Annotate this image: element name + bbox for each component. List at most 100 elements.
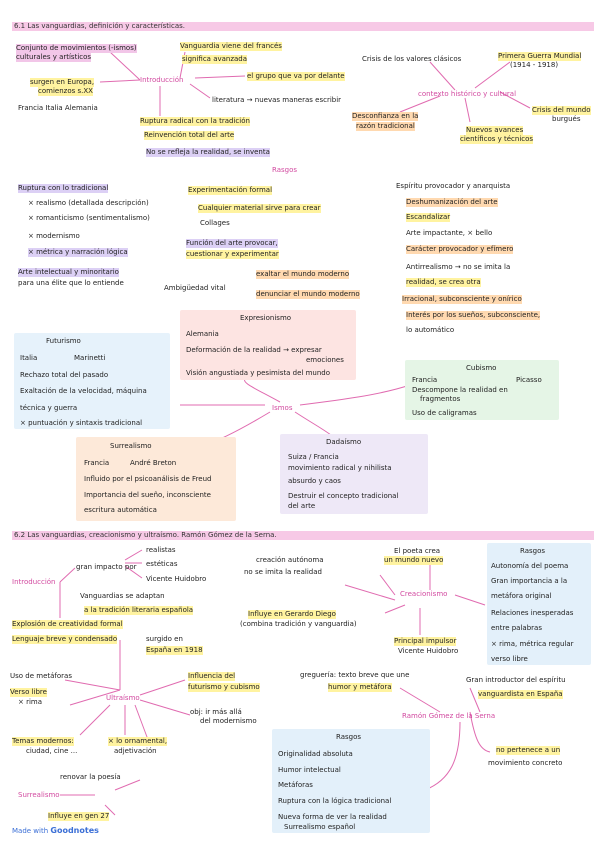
creac-item: un mundo nuevo: [384, 556, 444, 565]
creac-item: creación autónoma: [256, 556, 324, 564]
surrealismo-title: Surrealismo: [110, 442, 152, 450]
ism-item: del arte: [288, 502, 316, 510]
intro-item: literatura → nuevas maneras escribir: [212, 96, 342, 104]
rasgos-item: exaltar el mundo moderno: [256, 270, 350, 279]
rasgos-item: Arte impactante, × bello: [406, 229, 493, 237]
intro2-item: a la tradición literaria española: [84, 606, 194, 615]
rasgos-item: × realismo (detallada descripción): [28, 199, 149, 207]
ism-item: Picasso: [516, 376, 542, 384]
rasgos-item: Antirrealismo → no se imita la: [406, 263, 511, 271]
creac-item: Vicente Huidobro: [398, 647, 459, 655]
ism-item: absurdo y caos: [288, 477, 341, 485]
intro2-item: gran impacto por: [76, 563, 137, 571]
goodnotes-logo: Made with Goodnotes: [12, 826, 99, 835]
rasgos-item: Experimentación formal: [188, 186, 273, 195]
intro2-center: Introducción: [12, 578, 56, 586]
rasgos-item: Cualquier material sirve para crear: [198, 204, 321, 213]
ultra-item: × rima: [18, 698, 43, 706]
rasgos-item: Irracional, subconsciente y onírico: [402, 295, 522, 304]
ism-item: Deformación de la realidad → expresar: [186, 346, 322, 354]
ultra-item: Influencia del: [188, 672, 236, 681]
context-center: contexto histórico y cultural: [418, 90, 517, 98]
made-with-label: Made with: [12, 827, 49, 835]
rasgos-item: Collages: [200, 219, 230, 227]
ultra-item: España en 1918: [146, 646, 203, 655]
dadaismo-title: Dadaísmo: [326, 438, 362, 446]
intro2-item: Vicente Huidobro: [146, 575, 207, 583]
ism-item: escritura automática: [84, 506, 157, 514]
rasgos-item: Espíritu provocador y anarquista: [396, 182, 511, 190]
ultra-item: renovar la poesía: [60, 773, 121, 781]
ultraismo-center: Ultraísmo: [106, 694, 140, 702]
creac-item: Principal impulsor: [394, 637, 457, 646]
context-item: Primera Guerra Mundial: [498, 52, 582, 61]
intro-item: Francia Italia Alemania: [18, 104, 98, 112]
rasgos-creac-box: [487, 543, 591, 665]
ism-item: movimiento radical y nihilista: [288, 464, 392, 472]
creac-item: El poeta crea: [394, 547, 441, 555]
rasgos-ramon-item: Surrealismo español: [284, 823, 356, 831]
rasgos-creac-item: Relaciones inesperadas: [491, 609, 574, 617]
context-item: burgués: [552, 115, 581, 123]
rasgos-item: Deshumanización del arte: [406, 198, 498, 207]
ism-item: Rechazo total del pasado: [20, 371, 109, 379]
ultra-item: del modernismo: [200, 717, 257, 725]
ism-item: Destruir el concepto tradicional: [288, 492, 399, 500]
rasgos-label: Rasgos: [272, 166, 298, 174]
intro2-item: realistas: [146, 546, 176, 554]
rasgos-item: Arte intelectual y minoritario: [18, 268, 119, 277]
rasgos-ramon-item: Originalidad absoluta: [278, 750, 353, 758]
creac-item: no se imita la realidad: [244, 568, 322, 576]
ism-item: Francia: [84, 459, 110, 467]
expresionismo-title: Expresionismo: [240, 314, 292, 322]
ramon-item: movimiento concreto: [488, 759, 563, 767]
ism-item: André Breton: [130, 459, 177, 467]
ism-item: emociones: [306, 356, 344, 364]
ultra-item: futurismo y cubismo: [188, 683, 260, 692]
intro-item: el grupo que va por delante: [247, 72, 345, 81]
intro-item: Vanguardia viene del francés: [180, 42, 282, 51]
rasgos-ramon-item: Ruptura con la lógica tradicional: [278, 797, 392, 805]
ramon-item: humor y metáfora: [328, 683, 392, 692]
context-item: Crisis de los valores clásicos: [362, 55, 462, 63]
ultra-item: Uso de metáforas: [10, 672, 72, 680]
ramon-item: vanguardista en España: [478, 690, 563, 699]
ultra-item: × lo ornamental,: [108, 737, 168, 746]
rasgos-item: para una élite que lo entiende: [18, 279, 124, 287]
rasgos-item: Ambigüedad vital: [164, 284, 226, 292]
rasgos-item: Interés por los sueños, subconsciente,: [406, 311, 541, 320]
ultra-item: Surrealismo: [18, 791, 60, 799]
rasgos-ramon-item: Metáforas: [278, 781, 313, 789]
ramon-center: Ramón Gómez de la Serna: [402, 712, 496, 720]
rasgos-ramon-box: [272, 729, 430, 833]
rasgos-item: × modernismo: [28, 232, 80, 240]
futurismo-title: Futurismo: [46, 337, 81, 345]
intro-item: significa avanzada: [182, 55, 248, 64]
ism-item: Suiza / Francia: [288, 453, 339, 461]
rasgos-ramon-title: Rasgos: [336, 733, 362, 741]
ism-item: Importancia del sueño, inconsciente: [84, 491, 211, 499]
intro2-item: Vanguardias se adaptan: [80, 592, 165, 600]
ramon-item: Gran introductor del espíritu: [466, 676, 566, 684]
rasgos-item: Escandalizar: [406, 213, 451, 222]
ism-item: Influido por el psicoanálisis de Freud: [84, 475, 212, 483]
context-item: Crisis del mundo: [532, 106, 591, 115]
creacionismo-center: Creacionismo: [400, 590, 448, 598]
ism-item: Italia: [20, 354, 38, 362]
intro-item: Ruptura radical con la tradición: [140, 117, 250, 126]
rasgos-ramon-item: Nueva forma de ver la realidad: [278, 813, 387, 821]
intro-item: No se refleja la realidad, se inventa: [146, 148, 270, 157]
intro-item: comienzos s.XX: [38, 87, 93, 96]
dadaismo-box: [280, 434, 428, 514]
context-item: razón tradicional: [356, 122, 415, 131]
rasgos-item: × métrica y narración lógica: [28, 248, 128, 257]
rasgos-item: × romanticismo (sentimentalismo): [28, 214, 150, 222]
ramon-item: no pertenece a un: [496, 746, 561, 755]
context-item: Desconfianza en la: [352, 112, 419, 121]
creac-item: Influye en Gerardo Diego: [248, 610, 336, 619]
ultra-item: ciudad, cine ...: [26, 747, 78, 755]
rasgos-ramon-item: Humor intelectual: [278, 766, 341, 774]
rasgos-creac-title: Rasgos: [520, 547, 546, 555]
intro-item: surgen en Europa,: [30, 78, 95, 87]
